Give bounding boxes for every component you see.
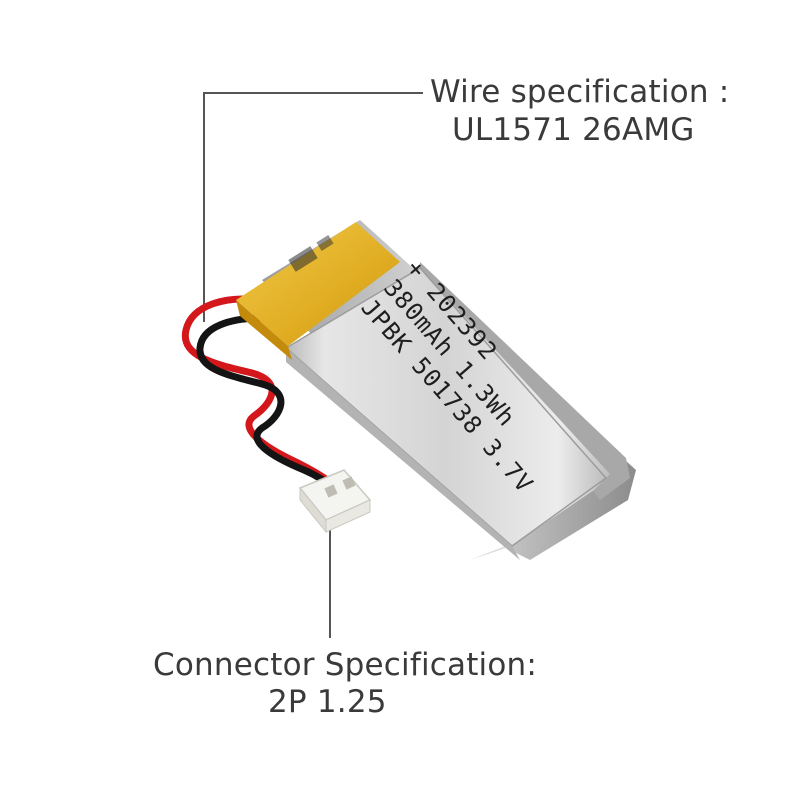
wire-leader-line: [203, 92, 423, 322]
black-wire: [196, 314, 338, 492]
lipo-battery: [236, 220, 636, 560]
wire-spec-title: Wire specification :: [430, 74, 730, 110]
kapton-tape: [236, 222, 400, 346]
jst-connector: [298, 469, 372, 534]
connector-spec-value: 2P 1.25: [268, 684, 387, 720]
connector-spec-title: Connector Specification:: [153, 647, 538, 683]
wire-spec-value: UL1571 26AMG: [452, 112, 695, 148]
wires: [181, 295, 338, 492]
